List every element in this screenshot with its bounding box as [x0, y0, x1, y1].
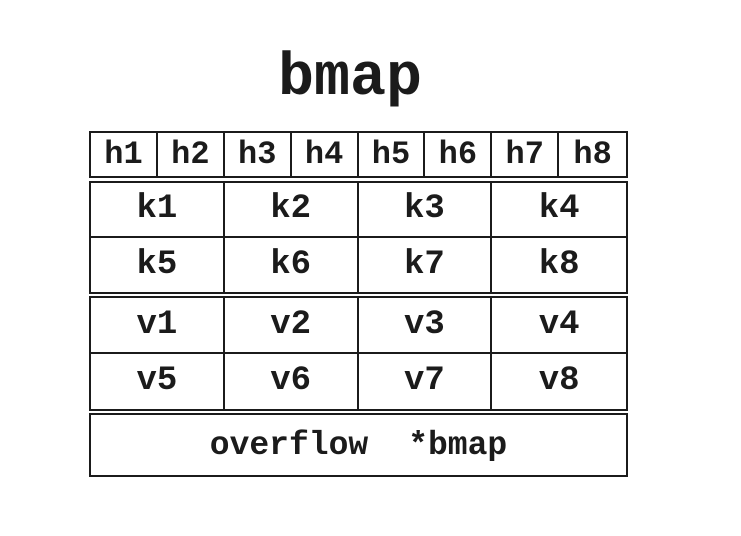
- tophash-cell: h5: [359, 133, 426, 176]
- tophash-cell: h8: [573, 136, 612, 173]
- tophash-cell: h4: [292, 133, 359, 176]
- overflow-row: overflow *bmap: [89, 413, 628, 477]
- value-cell: v7: [359, 353, 493, 409]
- tophash-cell: h1: [91, 133, 158, 176]
- value-cell: v8: [538, 362, 580, 401]
- tophash-cell: h6: [425, 133, 493, 176]
- value-cell: v2: [224, 298, 359, 354]
- values-block: v1 v2 v3 v4 v5 v6 v7 v8: [89, 296, 628, 411]
- key-cell: k6: [225, 237, 359, 292]
- keys-block: k1 k2 k3 k4 k5 k6 k7 k8: [89, 181, 628, 294]
- key-cell: k3: [358, 183, 493, 238]
- tophash-cell: h7: [492, 133, 560, 176]
- tophash-row: h1 h2 h3 h4 h5 h6 h7 h8: [89, 131, 628, 178]
- key-cell: k7: [359, 237, 493, 292]
- overflow-field-label: overflow: [209, 426, 369, 464]
- diagram-title: bmap: [277, 45, 423, 113]
- tophash-cell: h3: [225, 133, 292, 176]
- value-cell: v1: [91, 298, 225, 354]
- value-cell: v5: [91, 353, 225, 409]
- key-cell: k8: [538, 245, 580, 284]
- key-cell: k1: [91, 183, 225, 238]
- value-cell: v4: [492, 298, 626, 354]
- key-cell: k2: [224, 183, 359, 238]
- key-cell: k4: [492, 183, 626, 238]
- key-cell: k5: [91, 237, 225, 292]
- overflow-field-type: *bmap: [408, 426, 508, 464]
- value-cell: v3: [358, 298, 493, 354]
- value-cell: v6: [225, 353, 359, 409]
- tophash-cell: h2: [158, 133, 225, 176]
